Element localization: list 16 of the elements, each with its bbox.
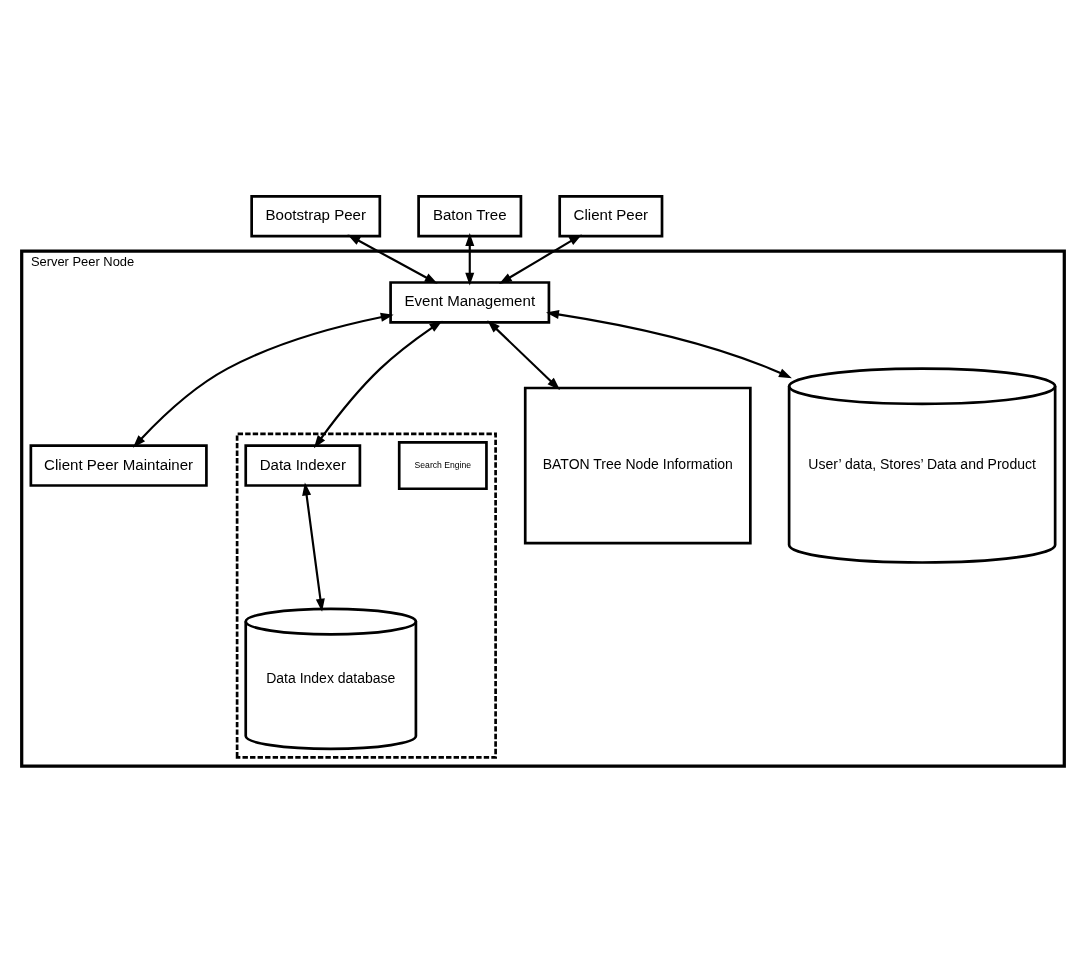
node-box: Baton Tree xyxy=(417,194,523,238)
node-box: Client Peer xyxy=(558,194,664,238)
node-box: Bootstrap Peer xyxy=(250,194,382,238)
node-box: BATON Tree Node Information xyxy=(523,386,752,545)
arrow xyxy=(347,234,438,284)
arrow xyxy=(302,482,325,612)
arrow xyxy=(465,233,475,286)
node-box: Client Peer Maintainer xyxy=(29,444,208,487)
arrow xyxy=(132,312,394,448)
node-box: Event Management xyxy=(389,281,551,324)
arrow xyxy=(545,309,792,379)
arrow xyxy=(313,320,443,449)
arrow xyxy=(499,234,582,284)
arrow xyxy=(487,320,560,390)
node-box: Search Engine xyxy=(397,441,488,491)
node-box: Data Indexer xyxy=(244,444,362,487)
